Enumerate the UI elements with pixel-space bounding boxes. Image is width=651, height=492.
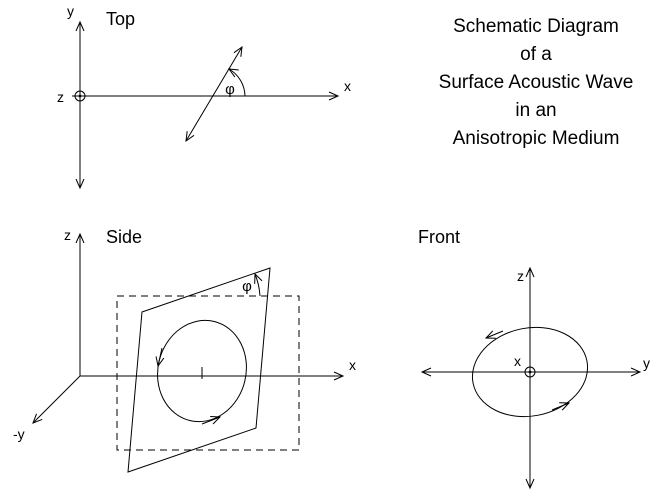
- front-y-axis-label: y: [643, 355, 650, 371]
- top-view-label: Top: [106, 9, 135, 29]
- front-x-out-of-page-icon: [524, 366, 536, 378]
- side-ellipse-arrow-bottom: [201, 416, 222, 425]
- front-view: Front z y x: [418, 227, 650, 490]
- top-phi-arc: [227, 68, 246, 97]
- title-block: Schematic Diagram of a Surface Acoustic …: [439, 16, 634, 149]
- top-z-out-of-page-icon: [74, 90, 86, 102]
- side-view: Side z x -y φ: [13, 227, 356, 473]
- top-phi-label: φ: [225, 81, 235, 98]
- title-line-5: Anisotropic Medium: [453, 128, 620, 149]
- side-x-axis-label: x: [349, 357, 356, 373]
- top-view: Top y x z φ: [57, 3, 351, 190]
- top-z-axis-label: z: [57, 89, 64, 105]
- front-z-axis-label: z: [517, 268, 524, 284]
- front-ellipse-arrow-bottom-right: [551, 402, 571, 411]
- side-neg-y-axis-label: -y: [13, 426, 25, 442]
- front-particle-motion-ellipse: [471, 326, 589, 418]
- top-y-axis-label: y: [67, 3, 74, 19]
- title-line-3: Surface Acoustic Wave: [439, 72, 634, 93]
- front-ellipse-arrow-top-left: [484, 330, 504, 339]
- front-view-label: Front: [418, 227, 460, 247]
- side-reference-plane: [116, 295, 300, 451]
- top-x-axis-label: x: [344, 78, 351, 94]
- side-view-label: Side: [106, 227, 142, 247]
- title-line-4: in an: [515, 100, 556, 121]
- top-z-out-of-page-dot: [78, 94, 82, 98]
- front-x-out-of-page-dot: [528, 370, 532, 374]
- title-line-1: Schematic Diagram: [453, 16, 619, 37]
- side-z-axis-label: z: [64, 227, 71, 243]
- side-rotated-plane: [127, 267, 271, 473]
- top-propagation-arrow: [185, 45, 243, 143]
- side-ellipse-arrow-left: [155, 347, 165, 368]
- side-neg-y-axis: [32, 375, 81, 424]
- side-phi-label: φ: [242, 278, 252, 295]
- front-x-axis-label: x: [514, 353, 521, 369]
- side-phi-arc: [254, 272, 263, 297]
- title-line-2: of a: [520, 44, 552, 65]
